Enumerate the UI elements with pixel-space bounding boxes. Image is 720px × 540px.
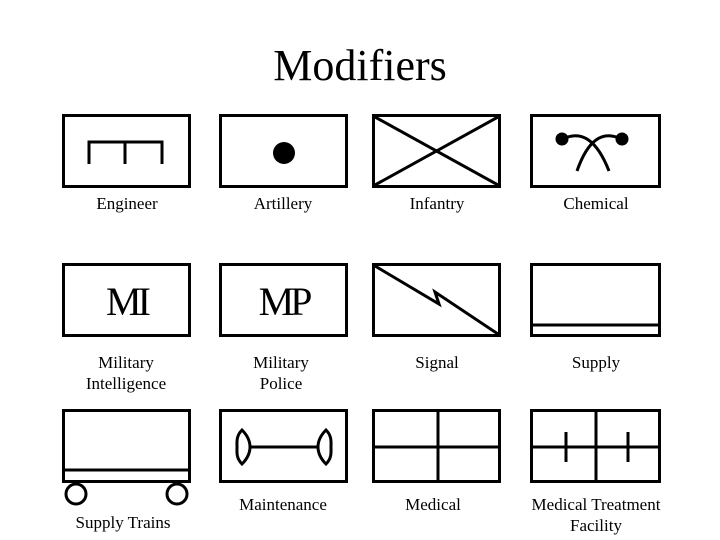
- maintenance-box: [219, 409, 348, 483]
- engineer-label: Engineer: [96, 194, 158, 213]
- signal-label: Signal: [415, 353, 459, 372]
- chemical-box: [530, 114, 661, 188]
- medical-treatment-facility-label: Medical Treatment Facility: [531, 495, 661, 535]
- artillery-box: [219, 114, 348, 188]
- artillery-label: Artillery: [253, 194, 313, 213]
- medical-label: Medical: [405, 495, 461, 514]
- chemical-label: Chemical: [563, 194, 629, 213]
- military-intelligence-box: MI: [62, 263, 191, 337]
- military-police-label: Military Police: [253, 353, 309, 393]
- military-police-box: MP: [219, 263, 348, 337]
- supply-label: Supply: [571, 353, 621, 372]
- signal-icon: [375, 266, 498, 334]
- maintenance-label: Maintenance: [239, 495, 327, 514]
- maintenance-icon: [235, 427, 333, 467]
- medical-treatment-facility-box: [530, 409, 661, 483]
- infantry-icon: [375, 117, 498, 185]
- engineer-icon: [87, 140, 164, 164]
- infantry-box: [372, 114, 501, 188]
- medical-icon: [375, 412, 498, 480]
- supply-icon: [533, 323, 658, 327]
- medical-box: [372, 409, 501, 483]
- artillery-icon: [273, 142, 295, 164]
- signal-box: [372, 263, 501, 337]
- page-title: Modifiers: [273, 41, 447, 90]
- supply-trains-icon: [64, 482, 189, 506]
- mi-mark: MI: [106, 279, 151, 324]
- chemical-icon: [555, 132, 629, 172]
- medical-treatment-facility-icon: [533, 412, 658, 480]
- infantry-label: Infantry: [409, 194, 465, 213]
- mp-mark: MP: [258, 279, 313, 324]
- supply-trains-bar-icon: [65, 468, 188, 472]
- engineer-box: [62, 114, 191, 188]
- supply-trains-box: [62, 409, 191, 483]
- supply-box: [530, 263, 661, 337]
- military-intelligence-label: Military Intelligence: [85, 353, 167, 393]
- supply-trains-label: Supply Trains: [75, 513, 171, 532]
